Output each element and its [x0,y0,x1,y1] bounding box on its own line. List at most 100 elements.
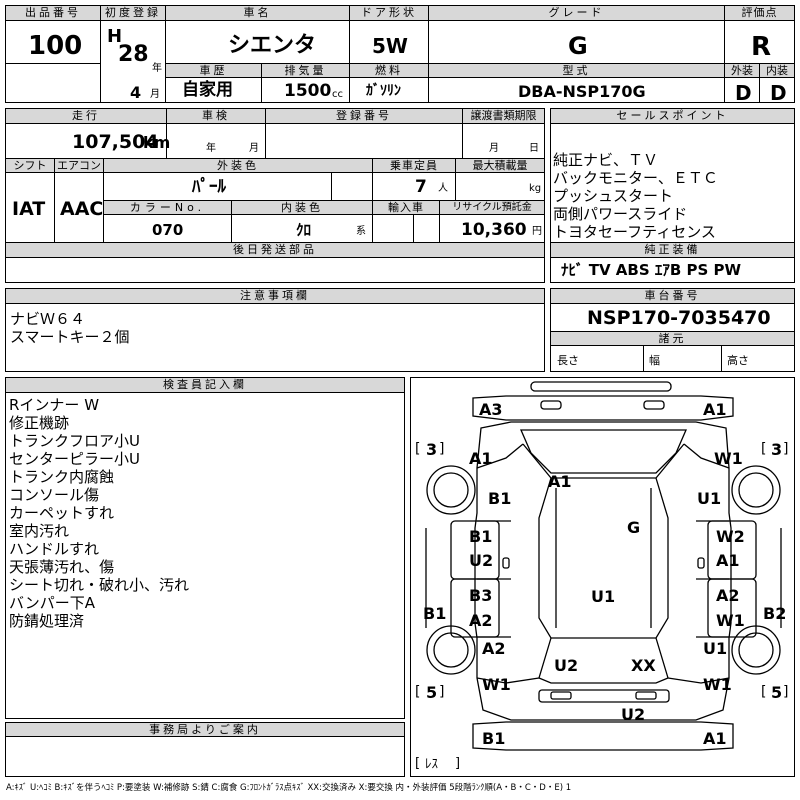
sales-point-item: トヨタセーフティセンス [553,223,716,241]
inspector-note-item: センターピラー小U [9,450,140,468]
seats-unit: 人 [438,183,448,194]
color-number: 070 [152,221,184,239]
mark-left-rear-fender-2: W1 [482,675,511,694]
inspector-note-item: 修正機跡 [9,414,70,432]
length-label: 長さ [557,354,579,367]
door-type: 5W [372,34,408,58]
shift-label: シフト [6,159,54,173]
equipment-label: 純正装備 [551,243,794,258]
inspector-note-item: 天張薄汚れ、傷 [9,558,115,576]
inspector-note-item: 室内汚れ [9,522,70,540]
month-unit: 月 [150,89,160,100]
inspector-label: 検査員記入欄 [6,378,404,393]
mark-left-front-fender: A1 [469,449,493,468]
mark-rear-right-bumper: A1 [703,729,727,748]
sales-point-label: セールスポイント [551,109,794,124]
mark-right-rear-door-1: A2 [716,586,740,605]
sales-point-item: 純正ナビ、ＴＶ [553,151,659,169]
mark-left-front-door-1: B1 [469,527,493,546]
seats: 7 [415,177,427,197]
km-unit: km [143,133,171,152]
mark-roof: U1 [591,587,616,606]
interior-color-label: 内装色 [232,201,372,215]
score-label: 評価点 [725,6,794,21]
mark-rear-left-bumper: B1 [482,729,506,748]
width-label: 幅 [649,354,660,367]
spec-label: 諸元 [551,332,794,346]
car-outline [425,381,782,751]
legend: A:ｷｽﾞ U:ﾍｺﾐ B:ｷｽﾞを伴うﾍｺﾐ P:要塗装 W:補修跡 S:錆 … [6,783,572,793]
transfer-deadline-label: 譲渡書類期限 [463,109,544,124]
mark-left-rear-door-2: A2 [469,611,493,630]
mark-right-sill: B2 [763,604,787,623]
rf-tire-count: 3 [771,440,783,459]
interior-color: ｸﾛ [296,221,312,239]
car-name: シエンタ [228,33,317,58]
seats-label: 乗車定員 [373,159,455,173]
first-reg-label: 初度登録 [101,6,165,21]
note-item: スマートキー２個 [10,328,130,346]
lf-tire-count: 3 [426,440,438,459]
inspector-note-item: トランク内腐蝕 [9,468,115,486]
sales-point-item: 両側パワースライド [553,205,688,223]
equipment: ﾅﾋﾞ TV ABS ｴｱB PS PW [561,261,742,279]
top-info-block: 出品番号 100 初度登録 H 28 年 4 月 車名 シエンタ ドア形状 5W… [5,5,795,103]
reg-year: 28 [118,42,149,67]
grade: G [568,32,588,60]
grade-label: グレード [429,6,724,21]
reg-month: 4 [130,83,142,102]
year-unit: 年 [152,63,162,74]
interior-label: 内装 [760,64,794,78]
inspector-note-item: コンソール傷 [9,486,100,504]
inspection-month-unit: 月 [249,143,259,154]
mark-left-pillar: B1 [488,489,512,508]
mileage-label: 走行 [6,109,166,124]
interior-color-unit: 系 [356,226,366,237]
model-code: DBA-NSP170G [518,82,646,101]
score: R [751,32,772,62]
mark-right-pillar: U1 [697,489,722,508]
mark-windshield: G [627,518,641,537]
history-label: 車歴 [166,64,261,78]
mark-right-rear-fender-1: U1 [703,639,728,658]
mark-left-rear-fender-1: A2 [482,639,506,658]
max-load-unit: kg [529,183,542,194]
displacement-label: 排気量 [262,64,349,78]
inspector-note-item: カーペットすれ [9,504,115,522]
recycle-unit: 円 [532,226,542,237]
car-name-label: 車名 [166,6,349,21]
rr-tire-count: 5 [771,683,783,702]
inspector-note-item: バンパー下A [9,594,96,612]
damage-diagram: [ 3 ] [ 3 ] [ 5 ] [ 5 ] A3 A1 A1 W1 A1 B… [410,377,795,777]
door-label: ドア形状 [350,6,428,21]
mark-left-rear-door-1: B3 [469,586,493,605]
chassis-label: 車台番号 [551,289,794,304]
exterior-grade: D [735,81,752,105]
transfer-day-unit: 日 [529,143,539,154]
office-label: 事務局よりご案内 [6,723,404,737]
inspector-note-item: 防錆処理済 [9,612,85,630]
mileage: 107,504 [72,131,159,153]
office-block: 事務局よりご案内 [5,722,405,777]
later-parts-label: 後日発送部品 [6,243,544,258]
inspector-note-item: トランクフロア小U [9,432,140,450]
displacement: 1500 [284,81,332,101]
inspector-note-item: Rインナー W [9,396,100,414]
spare-tire: ﾚｽ [425,757,438,772]
notes-label: 注意事項欄 [6,289,544,304]
air-conditioner: AAC [60,198,104,220]
mark-left-sill: B1 [423,604,447,623]
lr-tire-count: 5 [426,683,438,702]
lot-number: 100 [28,31,83,61]
fuel-label: 燃料 [350,64,428,78]
recycle-label: リサイクル預託金 [440,201,544,215]
interior-grade: D [770,81,787,105]
lot-label: 出品番号 [6,6,100,21]
shift: IAT [12,198,46,220]
exterior-color-label: 外装色 [104,159,372,173]
mark-right-front-fender: W1 [714,449,743,468]
